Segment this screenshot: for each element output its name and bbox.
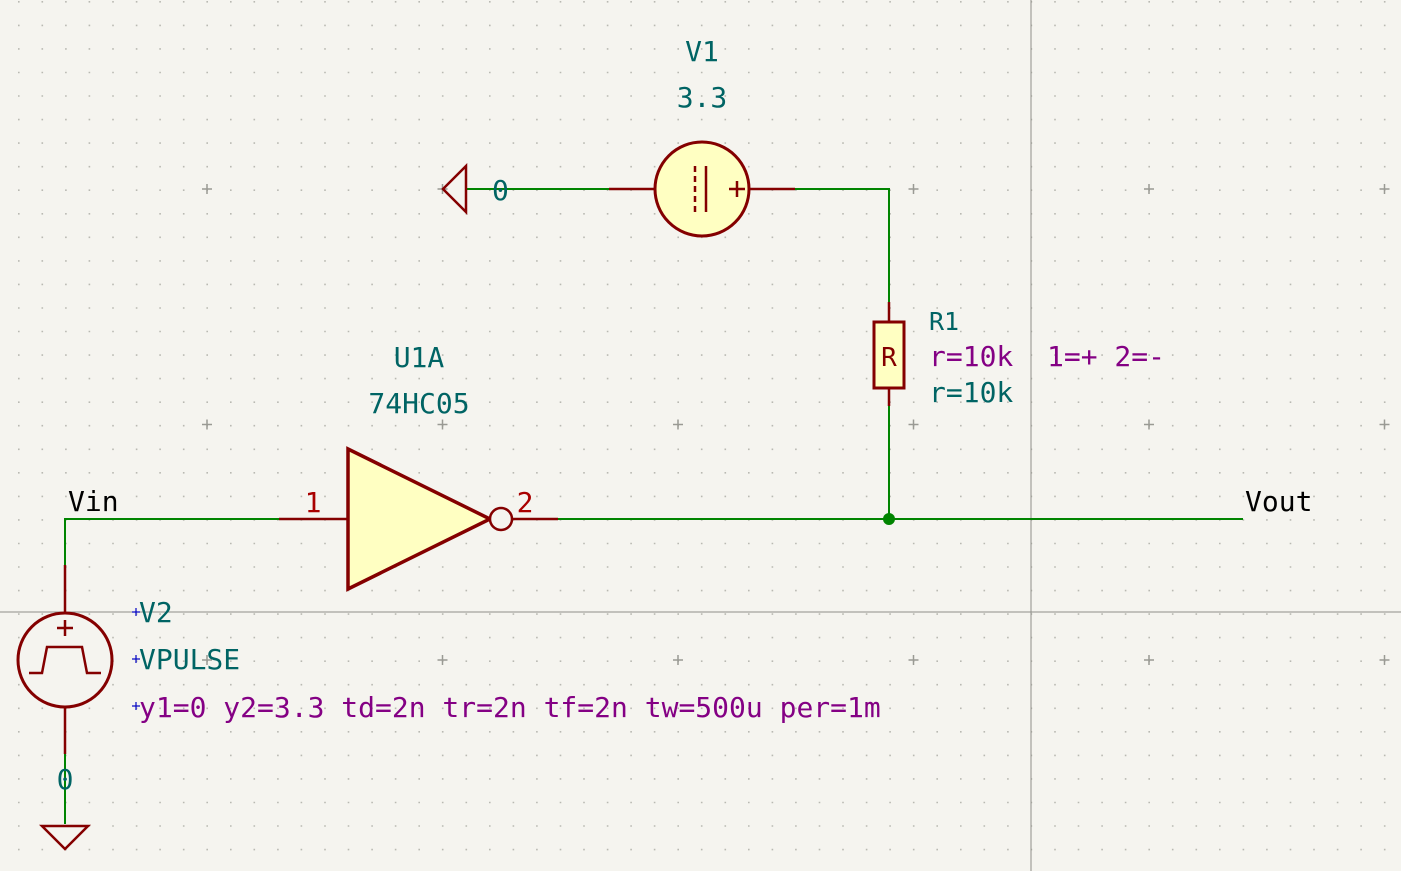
ground-bottom-label: 0 [57, 763, 74, 796]
v1-value[interactable]: 3.3 [677, 81, 728, 114]
u1a-pin-in-number: 1 [305, 486, 322, 519]
r1-symbol[interactable]: R R1 r=10k 1=+ 2=- r=10k [872, 302, 1165, 409]
ground-top-label: 0 [492, 174, 509, 207]
ground-bottom[interactable]: 0 [38, 763, 92, 851]
ground-icon [441, 162, 468, 216]
ground-icon [38, 824, 92, 851]
r1-sim-pins[interactable]: 1=+ 2=- [1047, 340, 1165, 373]
wire-vin[interactable] [64, 518, 279, 565]
pulse-source-icon [16, 611, 114, 709]
wire-v1-r1[interactable] [795, 188, 890, 302]
r1-sim-value[interactable]: r=10k [929, 340, 1013, 373]
v2-symbol[interactable]: V2 VPULSE y1=0 y2=3.3 td=2n tr=2n tf=2n … [16, 565, 881, 754]
grid-dots [18, 1, 1386, 851]
net-label-vin[interactable]: Vin [68, 485, 119, 518]
u1a-reference[interactable]: U1A [394, 341, 445, 374]
v1-reference[interactable]: V1 [685, 35, 719, 68]
pulse-waveform [29, 645, 101, 675]
u1a-symbol[interactable]: 1 2 U1A 74HC05 [279, 341, 558, 592]
r1-reference[interactable]: R1 [929, 307, 959, 336]
grid-dot-field [18, 1, 1386, 851]
field-anchors [132, 608, 140, 710]
dc-voltage-source-icon [653, 140, 751, 238]
junction-dot[interactable] [883, 513, 895, 525]
r1-body-label: R [881, 343, 897, 373]
resistor-icon [872, 320, 906, 390]
v2-params[interactable]: y1=0 y2=3.3 td=2n tr=2n tf=2n tw=500u pe… [139, 691, 881, 724]
inverter-bubble [488, 506, 514, 532]
v2-value[interactable]: VPULSE [139, 643, 240, 676]
ground-top[interactable]: 0 [441, 162, 509, 216]
inverter-icon [346, 446, 494, 592]
u1a-pin-out-number: 2 [517, 486, 534, 519]
wires[interactable] [64, 188, 1243, 824]
v2-reference[interactable]: V2 [139, 596, 173, 629]
u1a-value[interactable]: 74HC05 [368, 387, 469, 420]
net-label-vout[interactable]: Vout [1245, 485, 1312, 518]
r1-value[interactable]: r=10k [929, 376, 1013, 409]
v1-symbol[interactable]: V1 3.3 [609, 35, 795, 238]
